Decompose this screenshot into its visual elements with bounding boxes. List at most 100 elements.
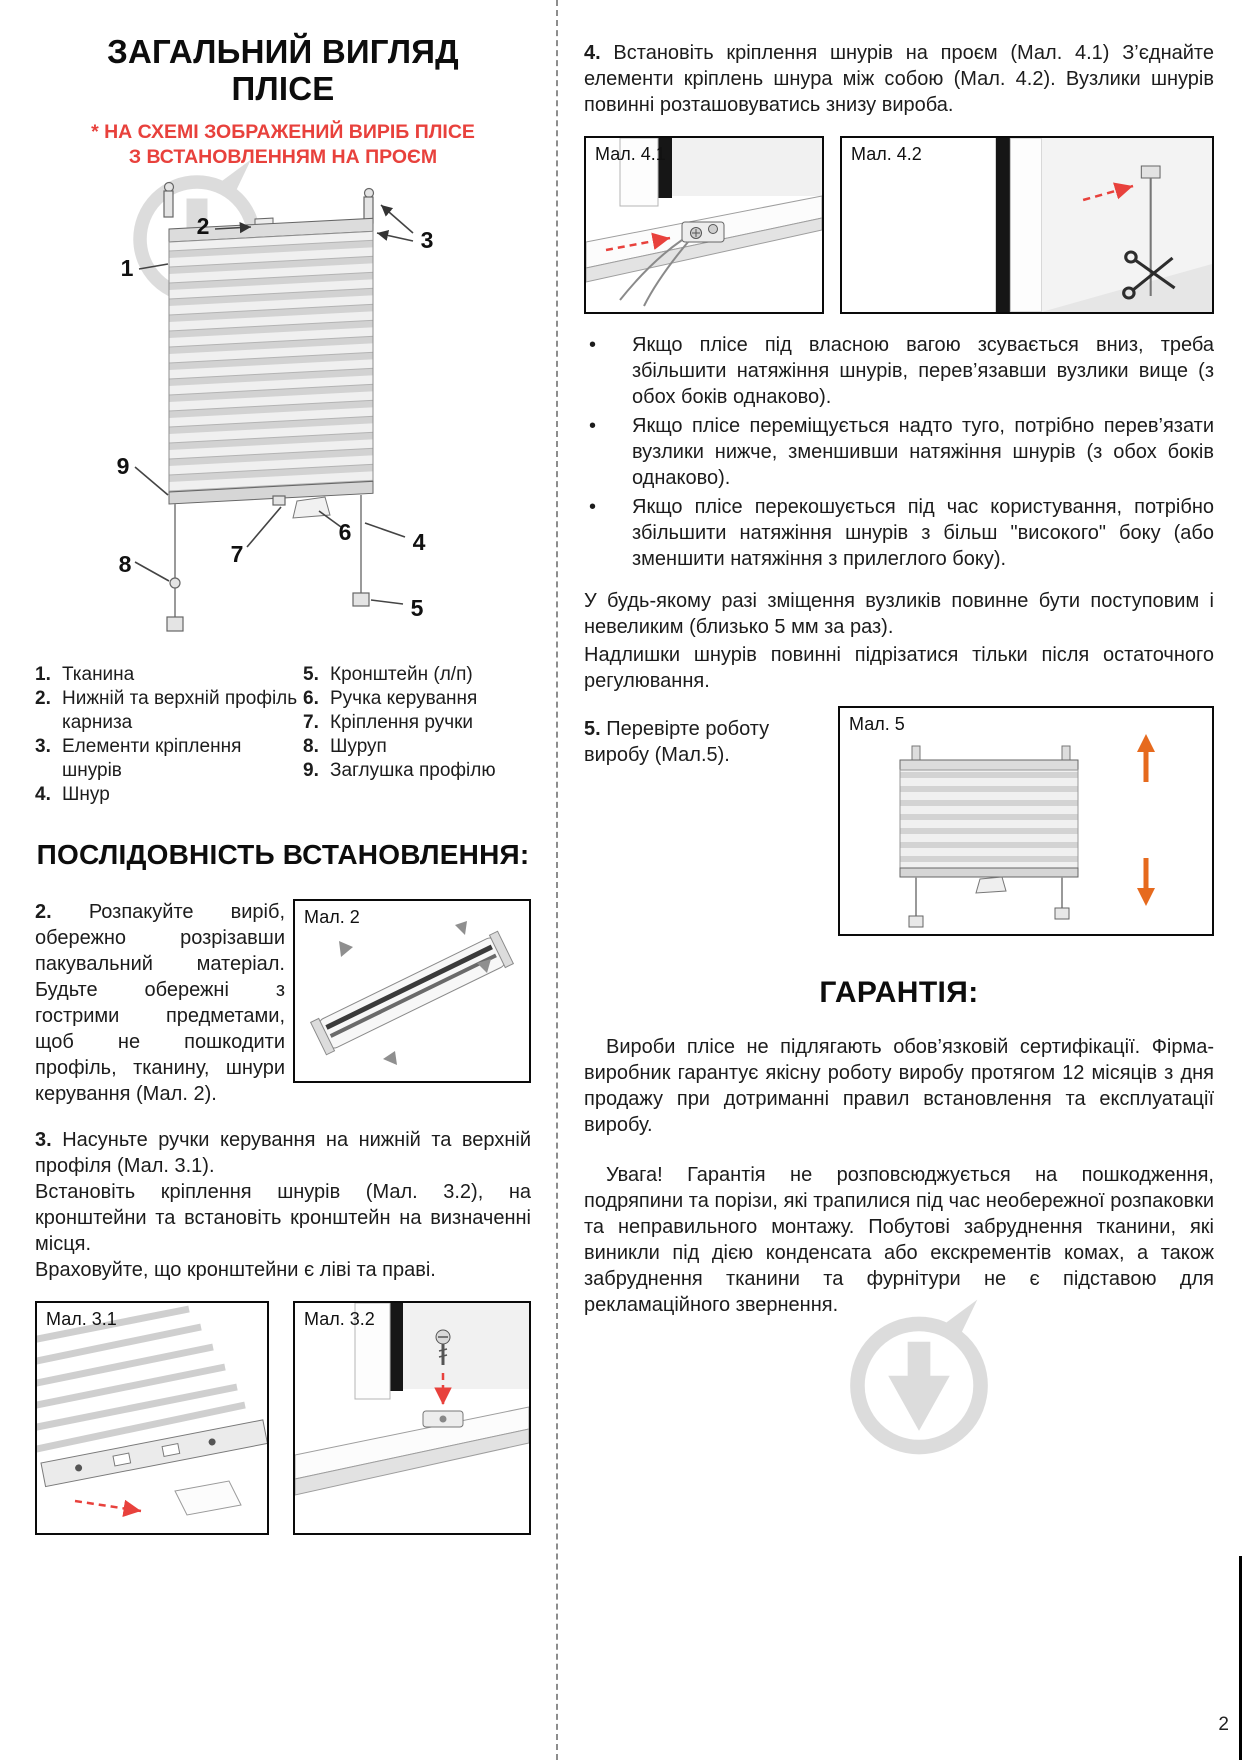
operation-check-drawing — [899, 734, 1155, 928]
step-4-number: 4. — [584, 42, 601, 64]
step-5-text: 5. Перевірте роботу виробу (Мал.5). — [584, 716, 822, 768]
figure-4-2: Мал. 4.2 — [840, 136, 1214, 314]
handle-mount-drawing — [37, 1305, 267, 1518]
bullet-text: Якщо плісе під власною вагою зсувається … — [632, 334, 1214, 408]
page-edge-bar — [1239, 1556, 1242, 1760]
callout-4: 4 — [412, 528, 426, 555]
callout-5: 5 — [410, 594, 424, 621]
legend-item-text: Нижній та верхній профіль карниза — [62, 687, 298, 733]
legend-item-num: 3. — [35, 735, 51, 757]
step-3-p3: Враховуйте, що кронштейни є ліві та прав… — [35, 1259, 436, 1282]
warranty-title: ГАРАНТІЯ: — [819, 976, 979, 1009]
screw-icon — [708, 224, 718, 234]
legend-item: 3. Елементи кріплення шнурів — [35, 735, 303, 783]
adjustment-notes: У будь-якому разі зміщення вузликів пови… — [584, 588, 1214, 694]
installation-sequence-title: ПОСЛІДОВНІСТЬ ВСТАНОВЛЕННЯ: — [36, 839, 530, 871]
figure-4-1: Мал. 4.1 — [584, 136, 824, 314]
legend-item-text: Кронштейн (л/п) — [330, 663, 473, 685]
bracket-screw-drawing — [295, 1303, 529, 1496]
legend-item: 2. Нижній та верхній профіль карниза — [35, 687, 303, 735]
legend-item: 7.Кріплення ручки — [303, 711, 531, 735]
callout-6: 6 — [338, 518, 352, 545]
step-2-number: 2. — [35, 901, 52, 924]
callout-1: 1 — [120, 254, 134, 281]
figure-5-label: Мал. 5 — [849, 714, 905, 734]
page-title: ЗАГАЛЬНИЙ ВИГЛЯД ПЛІСЕ — [35, 33, 531, 108]
step-2-text: 2. Розпакуйте виріб, обережно розрізавши… — [35, 899, 285, 1107]
step-5-body: Перевірте роботу виробу (Мал.5). — [584, 718, 770, 766]
step-3-number: 3. — [35, 1129, 52, 1152]
page-title-line2: ПЛІСЕ — [231, 69, 335, 107]
brand-watermark-icon — [838, 1298, 1000, 1460]
page-title-line1: ЗАГАЛЬНИЙ ВИГЛЯД — [107, 33, 459, 70]
legend-column-a: 1.Тканина 2. Нижній та верхній профіль ка… — [35, 663, 303, 808]
legend-item-text: Тканина — [62, 663, 135, 685]
legend-item: 6. Ручка керування — [303, 687, 531, 711]
adjustment-bullets: Якщо плісе під власною вагою зсувається … — [584, 332, 1214, 572]
scheme-note-line2: З ВСТАНОВЛЕННЯМ НА ПРОЄМ — [128, 146, 438, 169]
step-4-text: 4. Встановіть кріплення шнурів на проєм … — [584, 40, 1214, 118]
legend-item: 9. Заглушка профілю — [303, 759, 531, 783]
step-2-section: 2. Розпакуйте виріб, обережно розрізавши… — [35, 899, 531, 1107]
figure-2: Мал. 2 — [293, 899, 531, 1084]
red-dashed-arrow-icon — [1082, 182, 1134, 202]
legend-item-text: Шуруп — [330, 735, 387, 757]
diagram-legend: 1.Тканина 2. Нижній та верхній профіль ка… — [35, 663, 531, 808]
left-column: ЗАГАЛЬНИЙ ВИГЛЯД ПЛІСЕ * НА СХЕМІ ЗОБРАЖ… — [35, 33, 531, 1536]
legend-item: 5. Кронштейн (л/п) — [303, 663, 531, 687]
legend-item-num: 5. — [303, 663, 319, 685]
step-3-p1-text: Насуньте ручки керування на нижній та ве… — [35, 1129, 531, 1178]
plisse-diagram-drawing — [134, 181, 414, 632]
bullet-item: Якщо плісе перекошується під час користу… — [584, 494, 1214, 572]
legend-item-num: 7. — [303, 711, 319, 733]
cord-fastener-drawing — [586, 138, 822, 307]
bullet-text: Якщо плісе переміщується надто туго, пот… — [632, 415, 1214, 489]
legend-item-text: Ручка керування — [330, 687, 478, 709]
step-5-section: 5. Перевірте роботу виробу (Мал.5). Мал.… — [584, 706, 1214, 952]
scheme-note-line1: * НА СХЕМІ ЗОБРАЖЕНИЙ ВИРІБ ПЛІСЕ — [91, 120, 475, 143]
note-2: Надлишки шнурів повинні підрізатися тіль… — [584, 644, 1214, 692]
step-3-p2: Встановіть кріплення шнурів (Мал. 3.2), … — [35, 1181, 531, 1256]
packaging-drawing — [309, 921, 515, 1066]
red-dashed-arrow-icon — [605, 232, 671, 252]
step-4-body: Встановіть кріплення шнурів на проєм (Ма… — [584, 42, 1214, 116]
column-divider — [556, 0, 558, 1760]
legend-item: 1.Тканина — [35, 663, 303, 687]
warranty-paragraph-2: Увага! Гарантія не розповсюджується на п… — [584, 1164, 1214, 1316]
figure-3-1: Мал. 3.1 — [35, 1301, 269, 1536]
figure-3-1-label: Мал. 3.1 — [46, 1309, 117, 1330]
figure-2-label: Мал. 2 — [304, 907, 360, 928]
callout-9: 9 — [116, 452, 130, 479]
legend-item-num: 9. — [303, 760, 319, 782]
down-arrow-icon — [1137, 858, 1155, 906]
scissors-icon — [1122, 250, 1176, 300]
figure-5: Мал. 5 — [838, 706, 1214, 936]
legend-item-num: 8. — [303, 735, 319, 757]
right-column: 4. Встановіть кріплення шнурів на проєм … — [584, 40, 1214, 1318]
step-2-body: Розпакуйте виріб, обережно розрізавши па… — [35, 901, 285, 1106]
note-1: У будь-якому разі зміщення вузликів пови… — [584, 590, 1214, 638]
page-number: 2 — [1218, 1714, 1229, 1735]
plisse-diagram: 1 2 3 4 5 6 7 8 9 — [35, 177, 531, 649]
legend-item-num: 4. — [35, 784, 51, 806]
step-3-p1: 3. Насуньте ручки керування на нижній та… — [35, 1127, 531, 1179]
callout-3: 3 — [420, 226, 434, 253]
figure-4-2-label: Мал. 4.2 — [851, 144, 922, 164]
callout-7: 7 — [230, 540, 244, 567]
legend-item-text: Заглушка профілю — [330, 760, 496, 782]
legend-column-b: 5. Кронштейн (л/п) 6. Ручка керування 7.Кр… — [303, 663, 531, 808]
legend-item-num: 2. — [35, 687, 51, 709]
legend-item-num: 6. — [303, 687, 319, 709]
figures-3-row: Мал. 3.1 — [35, 1301, 531, 1536]
legend-item: 4.Шнур — [35, 783, 303, 807]
legend-item-text: Елементи кріплення шнурів — [62, 735, 242, 782]
step-3-section: 3. Насуньте ручки керування на нижній та… — [35, 1127, 531, 1283]
figure-3-2: Мал. 3.2 — [293, 1301, 531, 1536]
callout-2: 2 — [196, 212, 210, 239]
figures-4-row: Мал. 4.1 — [584, 136, 1214, 314]
up-arrow-icon — [1137, 734, 1155, 782]
scheme-note: * НА СХЕМІ ЗОБРАЖЕНИЙ ВИРІБ ПЛІСЕ З ВСТА… — [35, 120, 531, 171]
legend-item: 8. Шуруп — [303, 735, 531, 759]
step-5-number: 5. — [584, 718, 601, 740]
